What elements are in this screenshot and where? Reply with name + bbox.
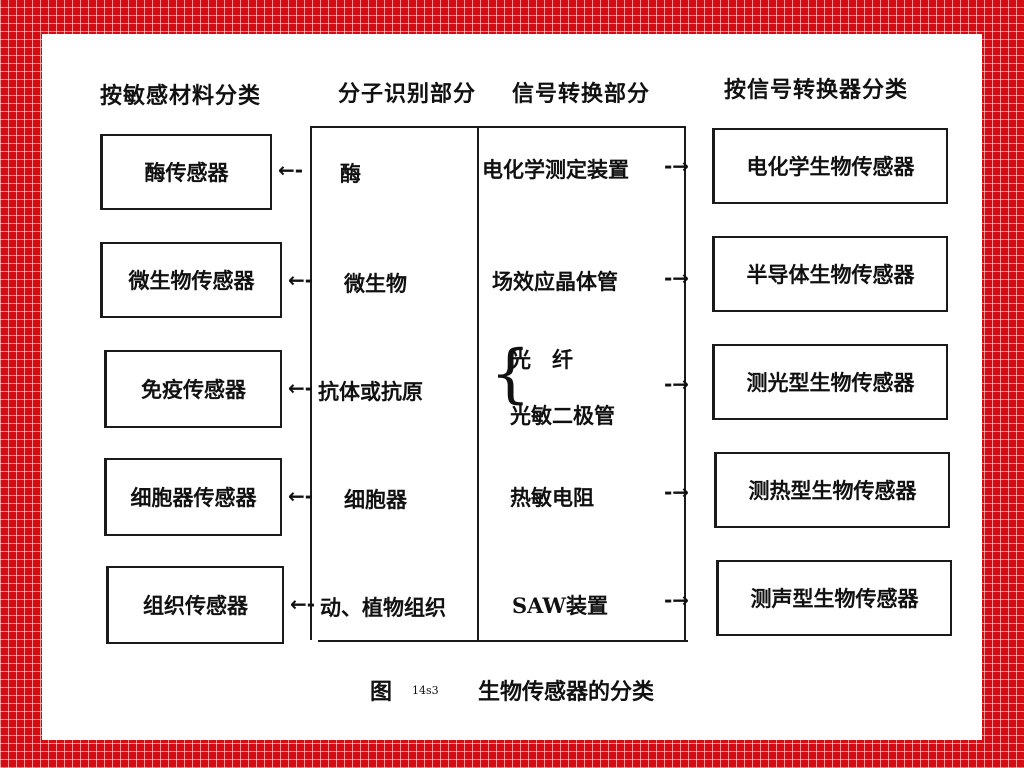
arrow-right-2: -→ <box>664 266 690 290</box>
arrow-left-2: ←- <box>288 268 314 292</box>
transducer-box-electrochemical: 电化学生物传感器 <box>712 128 948 204</box>
sensor-box-immune: 免疫传感器 <box>104 350 282 428</box>
signal-photodiode: 光敏二极管 <box>510 403 615 428</box>
figure-sheet: 按敏感材料分类 分子识别部分 信号转换部分 按信号转换器分类 酶传感器 ←- 酶… <box>42 34 982 740</box>
brace-icon: { <box>490 337 531 411</box>
caption-number: 14s3 <box>412 684 439 697</box>
sensor-box-organelle: 细胞器传感器 <box>104 458 282 536</box>
signal-fet: 场效应晶体管 <box>492 269 618 294</box>
recognition-microbe: 微生物 <box>344 271 407 296</box>
header-recognition: 分子识别部分 <box>338 81 477 107</box>
signal-thermistor: 热敏电阻 <box>510 485 594 510</box>
center-right-line <box>684 126 686 640</box>
center-divider-line <box>477 126 479 640</box>
recognition-enzyme: 酶 <box>340 161 361 186</box>
recognition-antibody: 抗体或抗原 <box>318 379 423 404</box>
center-bottom-line <box>318 640 688 642</box>
signal-electrochemical: 电化学测定装置 <box>482 157 629 182</box>
arrow-left-4: ←- <box>288 484 314 508</box>
header-material: 按敏感材料分类 <box>100 83 262 109</box>
recognition-organelle: 细胞器 <box>344 487 407 512</box>
transducer-box-acoustic: 测声型生物传感器 <box>716 560 952 636</box>
center-top-line <box>310 126 686 128</box>
header-signal: 信号转换部分 <box>512 81 651 107</box>
sensor-box-enzyme: 酶传感器 <box>100 134 272 210</box>
arrow-left-5: ←- <box>290 592 316 616</box>
arrow-left-1: ←- <box>278 158 304 182</box>
sensor-box-microbial: 微生物传感器 <box>100 242 282 318</box>
arrow-right-4: -→ <box>664 480 690 504</box>
recognition-tissue: 动、植物组织 <box>320 595 446 620</box>
arrow-left-3: ←- <box>288 376 314 400</box>
sensor-box-tissue: 组织传感器 <box>106 566 284 644</box>
arrow-right-1: -→ <box>664 154 690 178</box>
caption-prefix: 图 <box>370 679 393 705</box>
signal-optical-fiber: 光 纤 <box>510 347 573 372</box>
transducer-box-semiconductor: 半导体生物传感器 <box>712 236 948 312</box>
transducer-box-thermal: 测热型生物传感器 <box>714 452 950 528</box>
header-transducer: 按信号转换器分类 <box>724 77 909 103</box>
arrow-right-5: -→ <box>664 588 690 612</box>
caption-title: 生物传感器的分类 <box>478 679 655 705</box>
transducer-box-optical: 测光型生物传感器 <box>712 344 948 420</box>
signal-saw: SAW装置 <box>512 593 608 618</box>
arrow-right-3: -→ <box>664 372 690 396</box>
center-left-line <box>310 126 312 640</box>
